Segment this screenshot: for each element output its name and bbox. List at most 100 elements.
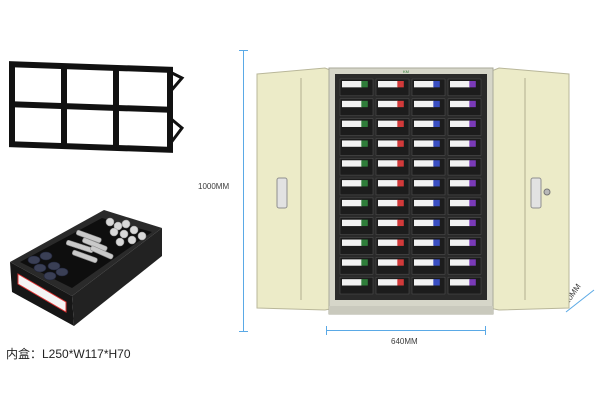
drawer-label	[378, 219, 398, 227]
drawer-accent-tab	[397, 259, 404, 266]
height-dimension-label: 1000MM	[198, 182, 230, 191]
drawer-accent-tab	[469, 239, 476, 246]
drawer-label	[450, 81, 470, 88]
drawer-accent-tab	[361, 180, 368, 187]
drawer-accent-tab	[433, 219, 440, 227]
drawer-accent-tab	[397, 279, 404, 286]
drawer-accent-tab	[397, 140, 404, 147]
drawer-label	[450, 259, 470, 266]
drawer-label	[378, 199, 398, 207]
drawer-label	[414, 279, 434, 286]
drawer-label	[414, 219, 434, 227]
drawer-accent-tab	[469, 120, 476, 127]
drawer-label	[414, 140, 434, 147]
drawer-label	[378, 259, 398, 266]
drawer-accent-tab	[469, 199, 476, 207]
height-dimension-line	[243, 50, 244, 332]
drawer-accent-tab	[433, 180, 440, 187]
cabinet-left-door	[256, 67, 336, 311]
drawer-label	[378, 239, 398, 246]
divider-hinge-bottom	[168, 116, 185, 145]
drawer-label	[414, 180, 434, 187]
drawer-label	[378, 279, 398, 286]
drawer-accent-tab	[433, 199, 440, 207]
drawer-label	[342, 100, 362, 108]
drawer-label	[414, 81, 434, 88]
drawer-label	[342, 81, 362, 88]
divider-hinge-top	[168, 70, 185, 93]
drawer-accent-tab	[397, 180, 404, 187]
width-dimension-label: 640MM	[391, 337, 418, 346]
drawer-label	[450, 180, 470, 187]
bin-front-label	[17, 273, 67, 313]
drawer-label	[450, 120, 470, 127]
drawer-accent-tab	[397, 239, 404, 246]
bin-divider-grid-image	[9, 61, 185, 153]
drawer-label	[414, 259, 434, 266]
drawer-label	[450, 199, 470, 207]
width-dimension-line	[326, 330, 486, 331]
drawer-label	[450, 239, 470, 246]
drawer-accent-tab	[469, 81, 476, 88]
left-door-handle	[276, 177, 288, 209]
drawer-accent-tab	[397, 81, 404, 88]
drawer-label	[450, 279, 470, 286]
bin-hardware-bolts	[65, 229, 114, 264]
drawer-label	[342, 279, 362, 286]
cabinet-right-door	[488, 67, 570, 311]
drawer-accent-tab	[361, 219, 368, 227]
drawer-accent-tab	[469, 259, 476, 266]
right-door-handle	[530, 177, 542, 209]
cabinet-brand-label: KM	[403, 69, 409, 74]
drawer-label	[378, 180, 398, 187]
drawer-label	[342, 259, 362, 266]
drawer-accent-tab	[361, 120, 368, 127]
drawer-label	[342, 160, 362, 167]
depth-dimension-line	[565, 289, 595, 313]
drawer-label	[414, 199, 434, 207]
drawer-accent-tab	[433, 239, 440, 246]
bin-side-wall	[72, 228, 162, 326]
drawer-label	[378, 100, 398, 108]
drawer-label	[414, 239, 434, 246]
drawer-label	[450, 140, 470, 147]
width-dimension-tick-right	[485, 326, 486, 335]
drawer-label	[414, 100, 434, 108]
bin-interior	[20, 218, 152, 288]
drawer-accent-tab	[397, 160, 404, 167]
inner-box-size-caption: 内盒：L250*W117*H70	[6, 347, 131, 361]
drawer-label	[342, 120, 362, 127]
drawer-accent-tab	[433, 160, 440, 167]
drawer-accent-tab	[433, 140, 440, 147]
bin-hardware-grommets	[27, 251, 69, 281]
drawer-accent-tab	[433, 120, 440, 127]
drawer-accent-tab	[361, 140, 368, 147]
drawer-label	[378, 160, 398, 167]
drawer-accent-tab	[433, 100, 440, 108]
drawer-accent-tab	[433, 81, 440, 88]
drawer-label	[378, 81, 398, 88]
drawer-accent-tab	[433, 279, 440, 286]
drawer-label	[414, 160, 434, 167]
drawer-label	[378, 120, 398, 127]
drawer-cabinet-image: KM	[256, 67, 570, 315]
bin-hardware-nuts	[105, 217, 147, 247]
drawer-label	[378, 140, 398, 147]
drawer-accent-tab	[397, 100, 404, 108]
drawer-accent-tab	[469, 140, 476, 147]
drawer-accent-tab	[469, 180, 476, 187]
parts-bin-image	[10, 210, 162, 326]
drawer-accent-tab	[361, 81, 368, 88]
lock-keyhole-icon	[543, 188, 551, 196]
cabinet-base	[329, 306, 493, 314]
drawer-label	[342, 180, 362, 187]
divider-bar-horizontal	[12, 101, 170, 113]
drawer-accent-tab	[433, 259, 440, 266]
height-dimension-tick-top	[239, 50, 248, 51]
drawer-accent-tab	[397, 199, 404, 207]
drawer-accent-tab	[361, 100, 368, 108]
drawer-accent-tab	[361, 160, 368, 167]
drawer-label	[342, 219, 362, 227]
drawer-accent-tab	[469, 219, 476, 227]
drawer-accent-tab	[361, 239, 368, 246]
